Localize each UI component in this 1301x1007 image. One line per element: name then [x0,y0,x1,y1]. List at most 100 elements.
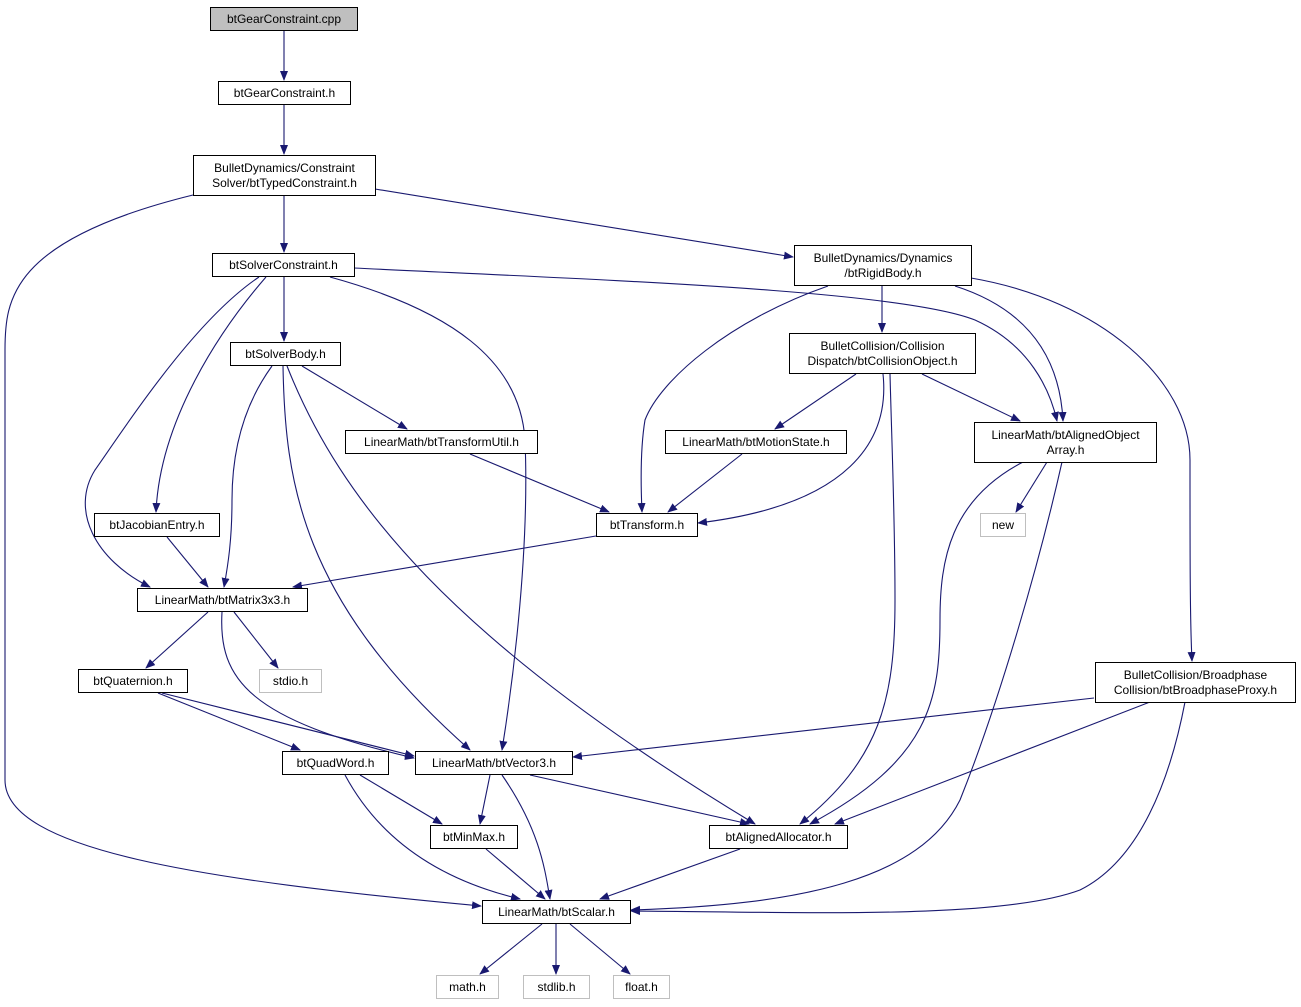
graph-node-n12: new [980,513,1026,537]
graph-node-n14[interactable]: btQuaternion.h [78,669,188,693]
edge-n18-n21 [501,774,553,900]
graph-node-n21[interactable]: LinearMath/btScalar.h [482,900,631,924]
node-box [415,751,573,775]
edge-n19-n21 [485,848,546,900]
node-label: LinearMath/btVector3.h [432,756,556,770]
graph-node-n18[interactable]: LinearMath/btVector3.h [415,751,573,775]
graph-node-n24: float.h [613,975,670,999]
node-label: btQuaternion.h [93,674,172,688]
node-label: BulletDynamics/Dynamics [814,251,953,265]
node-box [430,825,518,849]
node-box [230,342,341,366]
graph-node-n5[interactable]: btSolverBody.h [230,342,341,366]
edge-n17-n21 [344,774,521,901]
graph-node-n23: stdlib.h [523,975,590,999]
edge-n4-n11 [637,285,829,513]
node-label: BulletCollision/Collision [820,339,944,353]
graph-node-n13[interactable]: LinearMath/btMatrix3x3.h [137,588,308,612]
edge-n18-n20 [529,774,750,826]
node-label: btTransform.h [610,518,684,532]
edge-n16-n21 [630,701,1186,916]
graph-node-n6[interactable]: BulletCollision/CollisionDispatch/btColl… [789,333,976,374]
edge-n17-n19 [359,774,443,825]
edge-n20-n21 [599,848,741,900]
node-label: btQuadWord.h [297,756,375,770]
graph-node-n16[interactable]: BulletCollision/BroadphaseCollision/btBr… [1095,662,1296,703]
node-box [794,245,972,286]
graph-node-n1[interactable]: btGearConstraint.h [218,81,351,105]
node-label: Dispatch/btCollisionObject.h [807,354,957,368]
node-box [259,669,322,693]
edge-n16-n20 [834,701,1151,825]
graph-node-n10[interactable]: btJacobianEntry.h [94,513,220,537]
graph-node-n15: stdio.h [259,669,322,693]
node-box [482,900,631,924]
graph-node-n8[interactable]: LinearMath/btMotionState.h [665,430,847,454]
node-box [210,7,358,31]
edges-layer [4,31,1196,975]
node-label: float.h [625,980,658,994]
node-label: /btRigidBody.h [844,266,921,280]
node-box [436,975,499,999]
node-box [193,155,376,196]
graph-node-n11[interactable]: btTransform.h [596,513,698,537]
node-box [212,253,355,277]
graph-node-n3[interactable]: btSolverConstraint.h [212,253,355,277]
node-label: LinearMath/btMatrix3x3.h [155,593,290,607]
graph-node-n20[interactable]: btAlignedAllocator.h [709,825,848,849]
node-box [1095,662,1296,703]
edge-n6-n20 [799,373,896,825]
node-label: btGearConstraint.cpp [227,12,341,26]
edge-n21-n22 [479,923,543,975]
graph-node-n4[interactable]: BulletDynamics/Dynamics/btRigidBody.h [794,245,972,286]
node-box [94,513,220,537]
node-box [980,513,1026,537]
nodes-layer: btGearConstraint.cpp btGearConstraint.hBu… [78,7,1296,999]
edge-n7-n11 [469,453,610,513]
node-label: LinearMath/btMotionState.h [682,435,829,449]
graph-node-n2[interactable]: BulletDynamics/ConstraintSolver/btTypedC… [193,155,376,196]
edge-n3-n13 [84,276,260,588]
edge-n9-n12 [1015,461,1048,513]
edge-n21-n24 [569,923,631,975]
node-box [596,513,698,537]
node-box [789,333,976,374]
graph-node-n7[interactable]: LinearMath/btTransformUtil.h [345,430,538,454]
edge-n9-n21 [630,461,1063,914]
node-box [523,975,590,999]
node-box [282,751,389,775]
node-box [137,588,308,612]
node-label: Solver/btTypedConstraint.h [212,176,357,190]
node-label: btSolverBody.h [245,347,326,361]
node-label: btGearConstraint.h [234,86,335,100]
graph-node-n17[interactable]: btQuadWord.h [282,751,389,775]
node-box [613,975,670,999]
graph-node-n0[interactable]: btGearConstraint.cpp [210,7,358,31]
node-label: new [992,518,1014,532]
edge-n5-n13 [221,365,273,588]
graph-node-n19[interactable]: btMinMax.h [430,825,518,849]
edge-n3-n10 [152,276,267,513]
edge-n3-n18 [329,276,527,751]
node-box [709,825,848,849]
edge-n5-n20 [286,365,756,825]
node-label: btSolverConstraint.h [229,258,338,272]
edge-n6-n9 [921,373,1021,422]
node-label: BulletCollision/Broadphase [1124,668,1268,682]
edge-n16-n18 [572,697,1095,760]
node-label: BulletDynamics/Constraint [214,161,355,175]
node-box [974,422,1157,463]
edge-n10-n13 [166,536,209,588]
edge-n4-n16 [970,277,1196,662]
node-box [665,430,847,454]
node-label: LinearMath/btAlignedObject [991,428,1140,442]
edge-n6-n11 [697,373,885,526]
edge-n5-n7 [301,365,408,430]
node-label: btAlignedAllocator.h [725,830,831,844]
node-label: math.h [449,980,486,994]
edge-n9-n20 [809,461,1024,825]
edge-n11-n13 [292,535,597,590]
node-label: LinearMath/btTransformUtil.h [364,435,519,449]
